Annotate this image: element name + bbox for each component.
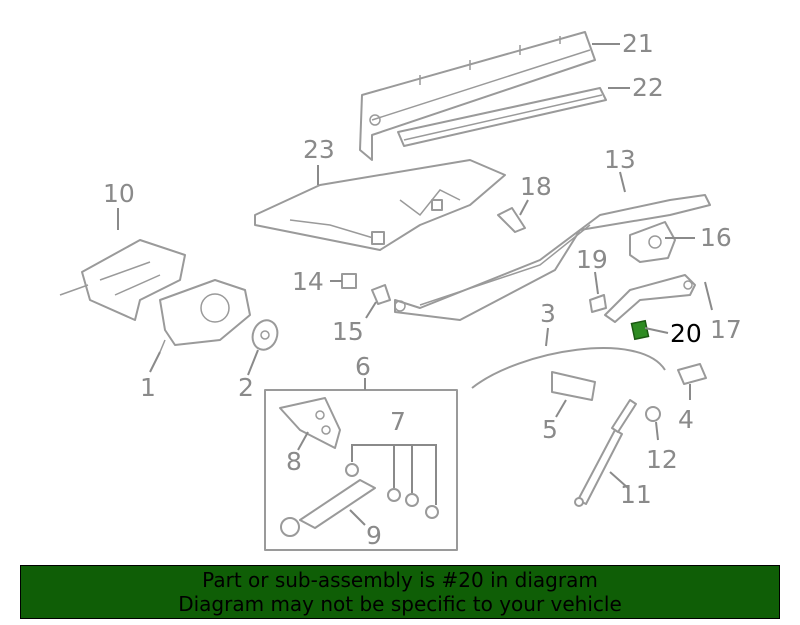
part-23-panel — [254, 159, 506, 251]
part-21-rail — [359, 31, 596, 161]
label-10: 10 — [103, 179, 135, 208]
part-12-pivot — [645, 406, 661, 422]
label-15: 15 — [332, 317, 364, 346]
label-11: 11 — [620, 480, 652, 509]
label-19: 19 — [576, 245, 608, 274]
part-22-strip — [397, 87, 607, 147]
part-16-bracket — [629, 221, 676, 263]
label-23: 23 — [303, 135, 335, 164]
label-17: 17 — [710, 315, 742, 344]
label-3: 3 — [540, 299, 556, 328]
part-11-strut — [574, 399, 637, 507]
part-20-clip — [630, 319, 650, 341]
part-1-motor — [159, 279, 251, 353]
part-17-link — [604, 274, 696, 323]
label-2: 2 — [238, 373, 254, 402]
leader-lines — [117, 43, 713, 526]
banner-line-1: Part or sub-assembly is #20 in diagram — [202, 568, 598, 592]
label-7: 7 — [390, 407, 406, 436]
label-5: 5 — [542, 415, 558, 444]
part-13-arm — [394, 194, 711, 321]
label-14: 14 — [292, 267, 324, 296]
label-21: 21 — [622, 29, 654, 58]
part-18-pin — [497, 207, 526, 233]
label-22: 22 — [632, 73, 664, 102]
label-20: 20 — [670, 319, 702, 348]
info-banner: Part or sub-assembly is #20 in diagram D… — [20, 565, 780, 619]
part-19-bumper — [589, 294, 607, 313]
part-3-cable — [471, 347, 666, 389]
part-2-washer — [251, 319, 279, 351]
parts-diagram: 21 22 23 13 18 10 16 19 14 20 17 15 3 1 … — [59, 29, 742, 551]
part-8-plate — [279, 397, 341, 449]
label-13: 13 — [604, 145, 636, 174]
label-9: 9 — [366, 521, 382, 550]
part-9-lever — [280, 479, 376, 537]
part-15-bolt — [371, 284, 391, 305]
part-10-latch — [59, 239, 186, 321]
label-8: 8 — [286, 447, 302, 476]
label-12: 12 — [646, 445, 678, 474]
part-5-switch — [551, 371, 596, 401]
part-4-cap — [677, 363, 707, 385]
part-7-fasteners — [345, 444, 439, 519]
label-1: 1 — [140, 373, 156, 402]
label-6: 6 — [355, 352, 371, 381]
banner-line-2: Diagram may not be specific to your vehi… — [178, 592, 622, 616]
label-4: 4 — [678, 405, 694, 434]
label-16: 16 — [700, 223, 732, 252]
part-14-nut — [341, 273, 357, 289]
label-18: 18 — [520, 172, 552, 201]
